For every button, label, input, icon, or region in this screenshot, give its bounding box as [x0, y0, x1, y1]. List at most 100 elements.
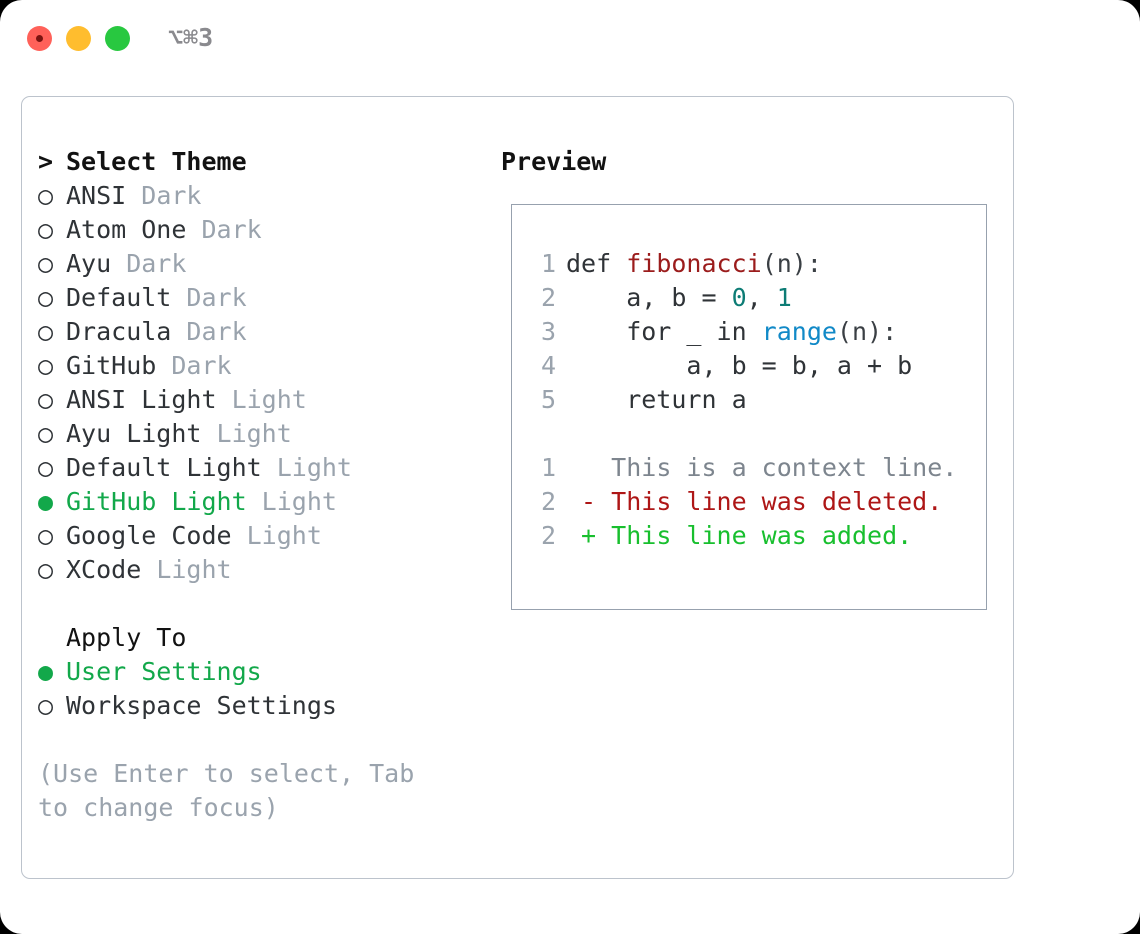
- code-token: a, b = b, a + b: [566, 351, 913, 380]
- theme-option-label: Default Light: [66, 453, 262, 482]
- theme-option-variant-badge: Dark: [186, 215, 262, 244]
- minimize-window-button[interactable]: [66, 26, 91, 51]
- diff-sign-icon: -: [566, 487, 597, 516]
- radio-unselected-icon: ○: [38, 385, 54, 414]
- theme-option-0[interactable]: ○ ANSI Dark: [38, 179, 488, 213]
- theme-option-2[interactable]: ○Ayu Dark: [38, 247, 488, 281]
- radio-unselected-icon: ○: [38, 283, 54, 312]
- theme-option-9[interactable]: ●GitHub Light Light: [38, 485, 488, 519]
- radio-unselected-icon: ○: [38, 521, 54, 550]
- theme-option-6[interactable]: ○ANSI Light Light: [38, 383, 488, 417]
- code-line-number: 2: [540, 283, 556, 312]
- code-token: return a: [566, 385, 747, 414]
- apply-option-label: Workspace Settings: [66, 691, 337, 720]
- code-token: (n):: [836, 317, 898, 346]
- theme-option-8[interactable]: ○ Default Light Light: [38, 451, 488, 485]
- theme-option-label: Ayu Light: [66, 419, 202, 448]
- theme-option-label: Dracula: [66, 317, 172, 346]
- apply-to-title: Apply To: [66, 623, 187, 652]
- main-card: > Select Theme ○ ANSI Dark ○ Atom One Dark ○ A…: [21, 96, 1014, 879]
- help-hint-text: (Use Enter to select, Tab to change focu…: [38, 759, 430, 822]
- diff-line-number: 1: [540, 453, 556, 482]
- apply-to-option-list: ●User Settings○ Workspace Settings: [38, 655, 488, 723]
- preview-title: Preview: [501, 147, 607, 176]
- theme-option-variant-badge: Dark: [156, 351, 232, 380]
- diff-line-text: This line was deleted.: [596, 487, 943, 516]
- radio-selected-icon: ●: [38, 657, 54, 686]
- radio-unselected-icon: ○: [38, 555, 54, 584]
- code-token: a, b =: [566, 283, 732, 312]
- code-token: fibonacci: [626, 249, 762, 278]
- theme-option-variant-badge: Light: [246, 487, 337, 516]
- code-line: 2 a, b = 0, 1: [526, 281, 980, 315]
- code-line-number: 5: [540, 385, 556, 414]
- radio-unselected-icon: ○: [38, 215, 54, 244]
- title-bar: ⌥⌘3: [0, 0, 1140, 78]
- diff-line: 1 This is a context line.: [526, 451, 980, 485]
- apply-to-header: Apply To: [38, 621, 488, 655]
- diff-line-text: This line was added.: [596, 521, 913, 550]
- theme-option-3[interactable]: ○ Default Dark: [38, 281, 488, 315]
- theme-option-variant-badge: Dark: [126, 181, 202, 210]
- radio-unselected-icon: ○: [38, 419, 54, 448]
- theme-option-variant-badge: Dark: [171, 317, 247, 346]
- code-token: range: [761, 317, 837, 346]
- theme-option-label: GitHub Light: [66, 487, 247, 516]
- theme-option-10[interactable]: ○Google Code Light: [38, 519, 488, 553]
- code-line: 1 def fibonacci(n):: [526, 247, 980, 281]
- close-window-button[interactable]: [27, 26, 52, 51]
- theme-option-11[interactable]: ○XCode Light: [38, 553, 488, 587]
- theme-selection-pane: > Select Theme ○ ANSI Dark ○ Atom One Dark ○ A…: [38, 145, 488, 825]
- diff-line-text: This is a context line.: [596, 453, 958, 482]
- code-token: 1: [776, 283, 792, 312]
- theme-option-variant-badge: Dark: [171, 283, 247, 312]
- select-theme-title: Select Theme: [66, 147, 247, 176]
- radio-unselected-icon: ○: [38, 249, 54, 278]
- code-token: (n):: [761, 249, 822, 278]
- diff-sign-icon: +: [566, 521, 597, 550]
- theme-option-label: ANSI Light: [66, 385, 217, 414]
- code-token: def: [566, 249, 627, 278]
- diff-line: 2 - This line was deleted.: [526, 485, 980, 519]
- theme-option-label: Google Code: [66, 521, 232, 550]
- radio-unselected-icon: ○: [38, 351, 54, 380]
- theme-option-label: XCode: [66, 555, 142, 584]
- theme-option-label: Atom One: [66, 215, 187, 244]
- section-spacer: [38, 587, 488, 621]
- theme-option-label: Default: [66, 283, 172, 312]
- select-theme-header: > Select Theme: [38, 145, 488, 179]
- radio-unselected-icon: ○: [38, 453, 54, 482]
- maximize-window-button[interactable]: [105, 26, 130, 51]
- code-line: 3 for _ in range(n):: [526, 315, 980, 349]
- traffic-light-group: [27, 26, 130, 51]
- apply-option-0[interactable]: ●User Settings: [38, 655, 488, 689]
- code-line: 5 return a: [526, 383, 980, 417]
- code-line-number: 4: [540, 351, 556, 380]
- code-token: 0: [731, 283, 747, 312]
- diff-line-number: 2: [540, 521, 556, 550]
- apply-option-1[interactable]: ○ Workspace Settings: [38, 689, 488, 723]
- apply-focus-marker-icon: [38, 621, 66, 655]
- theme-option-label: Ayu: [66, 249, 112, 278]
- diff-sign-icon: [566, 453, 596, 482]
- code-line-number: 3: [540, 317, 556, 346]
- focus-marker-icon: >: [38, 147, 54, 176]
- code-token: for _ in: [566, 317, 762, 346]
- theme-option-4[interactable]: ○Dracula Dark: [38, 315, 488, 349]
- theme-option-variant-badge: Light: [261, 453, 352, 482]
- theme-option-5[interactable]: ○ GitHub Dark: [38, 349, 488, 383]
- diff-line-number: 2: [540, 487, 556, 516]
- radio-unselected-icon: ○: [38, 181, 54, 210]
- theme-option-1[interactable]: ○ Atom One Dark: [38, 213, 488, 247]
- code-line: 4 a, b = b, a + b: [526, 349, 980, 383]
- theme-option-variant-badge: Light: [201, 419, 292, 448]
- theme-option-7[interactable]: ○ Ayu Light Light: [38, 417, 488, 451]
- theme-option-label: GitHub: [66, 351, 157, 380]
- code-line-number: 1: [540, 249, 556, 278]
- radio-unselected-icon: ○: [38, 691, 54, 720]
- theme-option-label: ANSI: [66, 181, 127, 210]
- code-token: ,: [746, 283, 777, 312]
- code-diff-separator: [526, 417, 980, 451]
